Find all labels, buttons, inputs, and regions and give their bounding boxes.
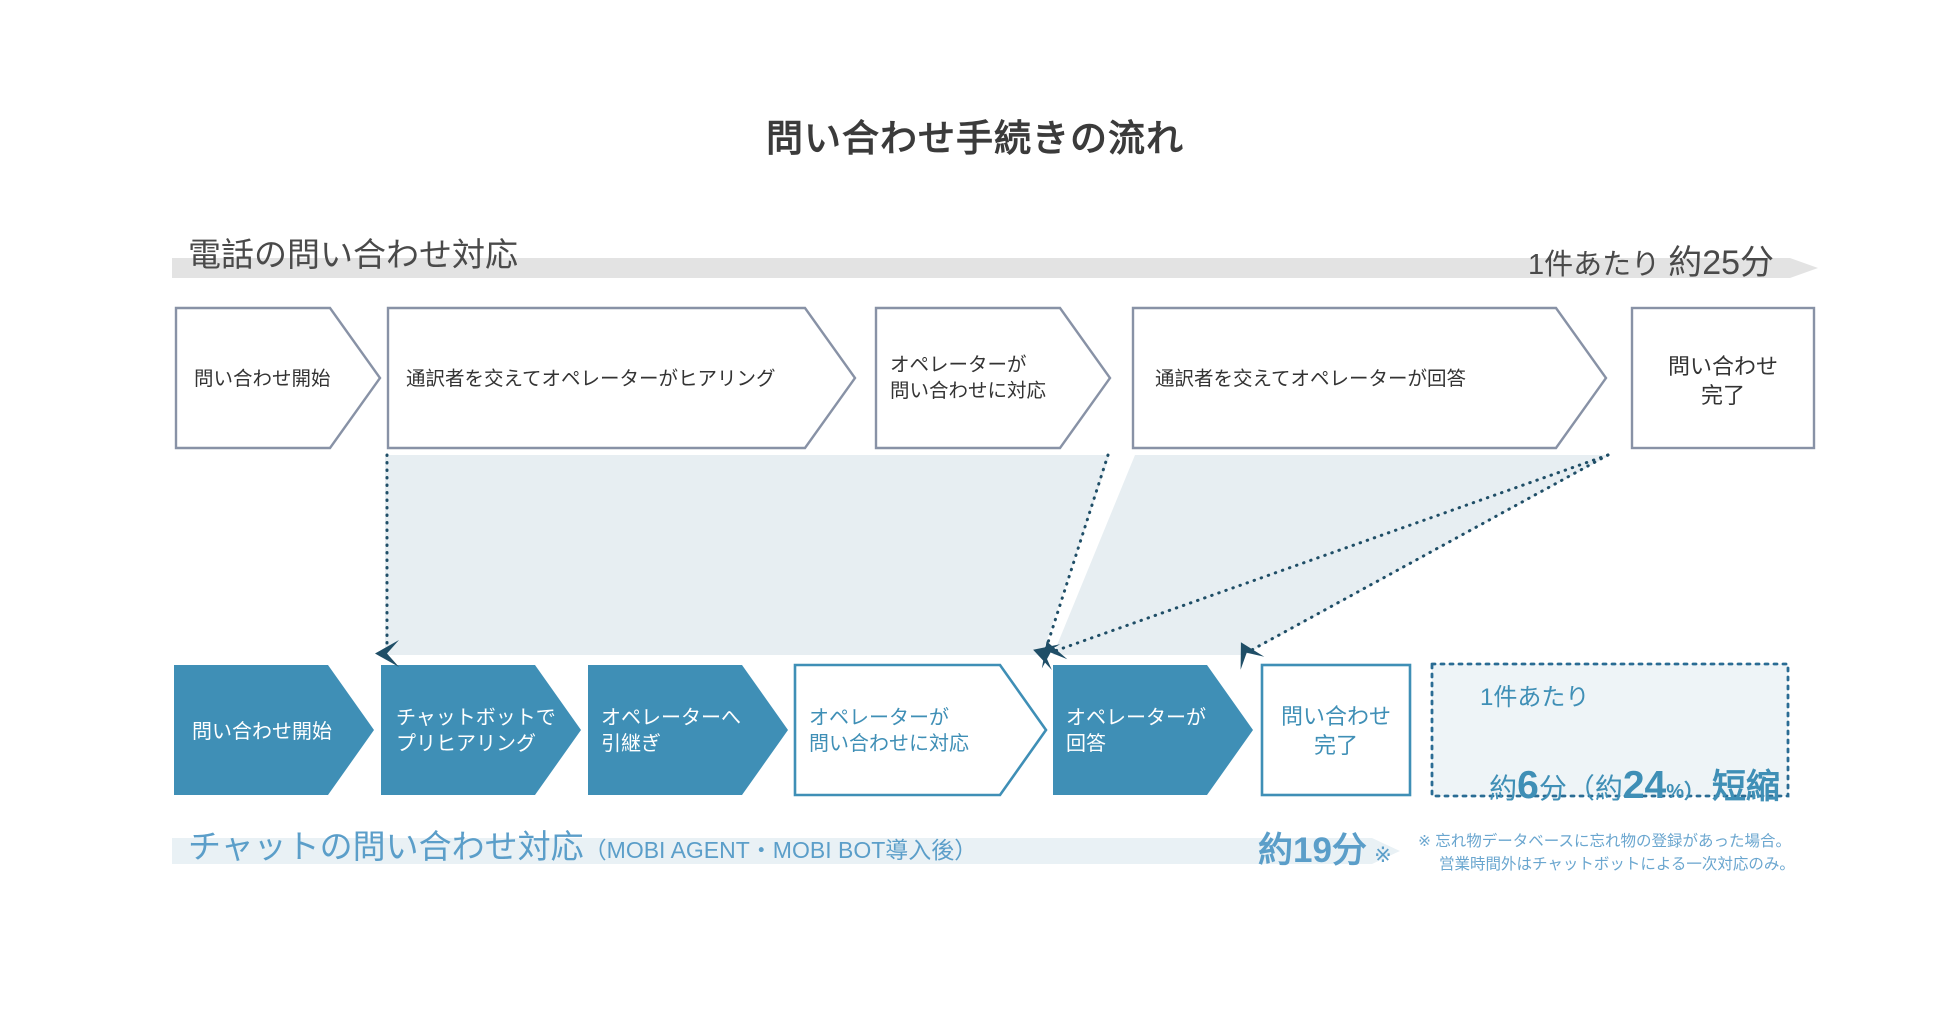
bot-step-prehearing-shape bbox=[381, 665, 581, 795]
top-step-answer-shape bbox=[1131, 306, 1608, 450]
bot-step-handle-label: オペレーターが 問い合わせに対応 bbox=[809, 707, 969, 756]
bot-step-answer-shape bbox=[1053, 665, 1253, 795]
top-band-bar bbox=[172, 258, 1818, 278]
bot-step-complete-shape bbox=[1260, 663, 1412, 797]
top-step-hearing-label: 通訳者を交えてオペレーターがヒアリング bbox=[406, 368, 776, 390]
bottom-flow-shapes bbox=[174, 663, 1412, 797]
bottom-band-metric-mark: ※ bbox=[1374, 844, 1392, 867]
bot-step-handover-label: オペレーターへ 引継ぎ bbox=[601, 707, 741, 756]
top-band-metric: 1件あたり 約25分 bbox=[1528, 235, 1774, 284]
top-step-handle-shape bbox=[874, 306, 1112, 450]
connector-arrow-2 bbox=[1033, 453, 1110, 670]
top-step-handle-label: オペレーターが 問い合わせに対応 bbox=[890, 354, 1047, 402]
top-step-start-shape bbox=[174, 306, 382, 450]
result-unit: 分（約 bbox=[1538, 772, 1623, 804]
bottom-band-label-main: チャットの問い合わせ対応 bbox=[188, 828, 584, 865]
top-step-start-label: 問い合わせ開始 bbox=[194, 368, 331, 390]
bot-step-start-shape bbox=[174, 665, 374, 795]
connector-arrow-4 bbox=[1240, 453, 1610, 670]
top-flow-shapes bbox=[174, 306, 1816, 450]
footnote-line-1: ※ 忘れ物データベースに忘れ物の登録があった場合。 bbox=[1418, 833, 1792, 850]
result-prefix: 約 bbox=[1489, 772, 1518, 804]
connector-arrows bbox=[375, 453, 1610, 670]
top-band-metric-prefix: 1件あたり bbox=[1528, 249, 1661, 281]
result-box-line2: 約6分（約24%） 短縮 bbox=[1458, 722, 1780, 850]
top-step-complete-label: 問い合わせ 完了 bbox=[1667, 354, 1778, 409]
footnote: ※ 忘れ物データベースに忘れ物の登録があった場合。 営業時間外はチャットボットに… bbox=[1418, 830, 1795, 877]
bot-step-complete-label: 問い合わせ 完了 bbox=[1280, 704, 1391, 759]
result-percent-sign: %） bbox=[1666, 780, 1705, 803]
bot-step-prehearing-label: チャットボットで プリヒアリング bbox=[396, 707, 556, 756]
bot-step-start-label: 問い合わせ開始 bbox=[192, 721, 332, 743]
result-suffix: 短縮 bbox=[1712, 767, 1781, 806]
top-band-label: 電話の問い合わせ対応 bbox=[188, 236, 518, 273]
bot-step-handover-shape bbox=[588, 665, 788, 795]
bottom-band-label: チャットの問い合わせ対応（MOBI AGENT・MOBI BOT導入後） bbox=[188, 820, 977, 868]
bottom-band-label-sub: （MOBI AGENT・MOBI BOT導入後） bbox=[583, 837, 978, 863]
result-percent-number: 24 bbox=[1622, 763, 1667, 807]
bottom-band-bar bbox=[172, 838, 1400, 864]
footnote-line-2: 営業時間外はチャットボットによる一次対応のみ。 bbox=[1439, 856, 1795, 874]
bot-step-answer-label: オペレーターが 回答 bbox=[1066, 707, 1206, 756]
top-step-answer-label: 通訳者を交えてオペレーターが回答 bbox=[1155, 368, 1467, 390]
result-box-shape bbox=[1430, 662, 1790, 798]
result-box-line1: 1件あたり bbox=[1480, 684, 1590, 711]
result-number: 6 bbox=[1517, 763, 1539, 807]
link-shading bbox=[385, 455, 1610, 655]
bottom-band-metric-value: 約19分 bbox=[1258, 831, 1367, 870]
page-title: 問い合わせ手続きの流れ bbox=[766, 118, 1184, 159]
connector-arrow-3 bbox=[1041, 453, 1610, 669]
top-step-complete-shape bbox=[1630, 306, 1816, 450]
top-band-metric-value: 約25分 bbox=[1668, 244, 1775, 282]
bot-step-handle-shape bbox=[793, 663, 1048, 797]
top-step-hearing-shape bbox=[386, 306, 857, 450]
bottom-band-metric: 約19分 ※ bbox=[1258, 822, 1392, 873]
